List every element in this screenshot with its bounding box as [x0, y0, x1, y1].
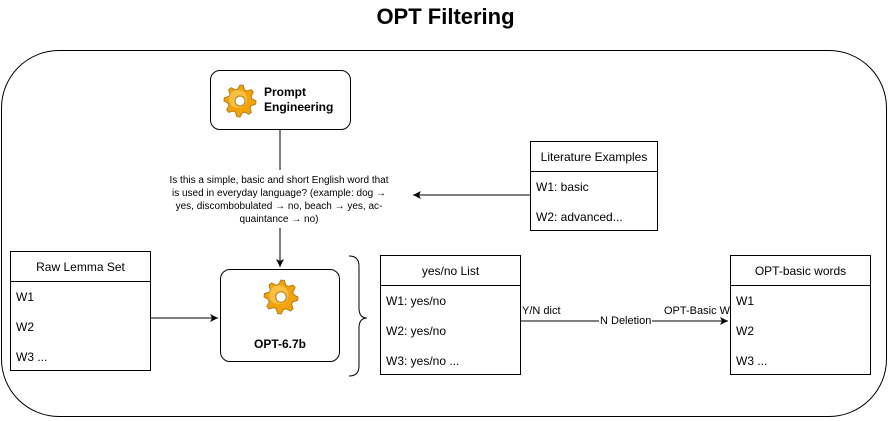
yes-no-list: yes/no List W1: yes/no W2: yes/no W3: ye… [380, 255, 521, 375]
list-item: W1 [16, 290, 34, 304]
list-item: W1 [736, 294, 754, 308]
literature-examples-header: Literature Examples [531, 142, 657, 172]
edge-label-opt-basic-w: OPT-Basic W [664, 305, 731, 317]
prompt-engineering-label-line2: Engineering [264, 100, 334, 114]
list-item: W1: yes/no [386, 294, 447, 308]
diagram-title: OPT Filtering [376, 4, 515, 29]
edge-label-yn-dict: Y/N dict [522, 305, 561, 317]
list-item: W2 [16, 320, 34, 334]
edge-label-n-deletion: N Deletion [599, 315, 653, 328]
literature-examples-list: Literature Examples W1: basic W2: advanc… [530, 141, 658, 231]
list-item: W2: yes/no [386, 324, 447, 338]
list-item: W2: advanced... [536, 210, 623, 224]
gear-hole [275, 291, 287, 303]
list-item: W3 ... [736, 354, 768, 368]
gear-icon [223, 84, 257, 118]
raw-lemma-set-list: Raw Lemma Set W1 W2 W3 ... [10, 251, 151, 371]
opt-model-node: OPT-6.7b [220, 269, 340, 362]
gear-icon [263, 279, 299, 315]
outer-frame [1, 50, 887, 417]
raw-lemma-set-header: Raw Lemma Set [11, 252, 150, 282]
prompt-engineering-label-line1: Prompt [264, 85, 306, 99]
gear-hole [234, 95, 246, 107]
list-item: W2 [736, 324, 754, 338]
yes-no-list-header: yes/no List [381, 256, 520, 286]
list-item: W3: yes/no ... [386, 354, 460, 368]
opt-model-label: OPT-6.7b [253, 337, 306, 351]
prompt-engineering-node: Prompt Engineering [210, 70, 351, 130]
list-item: W1: basic [536, 180, 589, 194]
list-item: W3 ... [16, 350, 48, 364]
opt-basic-words-header: OPT-basic words [731, 256, 870, 286]
prompt-text: Is this a simple, basic and short Englis… [169, 175, 389, 225]
opt-basic-words-list: OPT-basic words W1 W2 W3 ... [730, 255, 871, 375]
prompt-engineering-label: Prompt Engineering [264, 85, 333, 115]
